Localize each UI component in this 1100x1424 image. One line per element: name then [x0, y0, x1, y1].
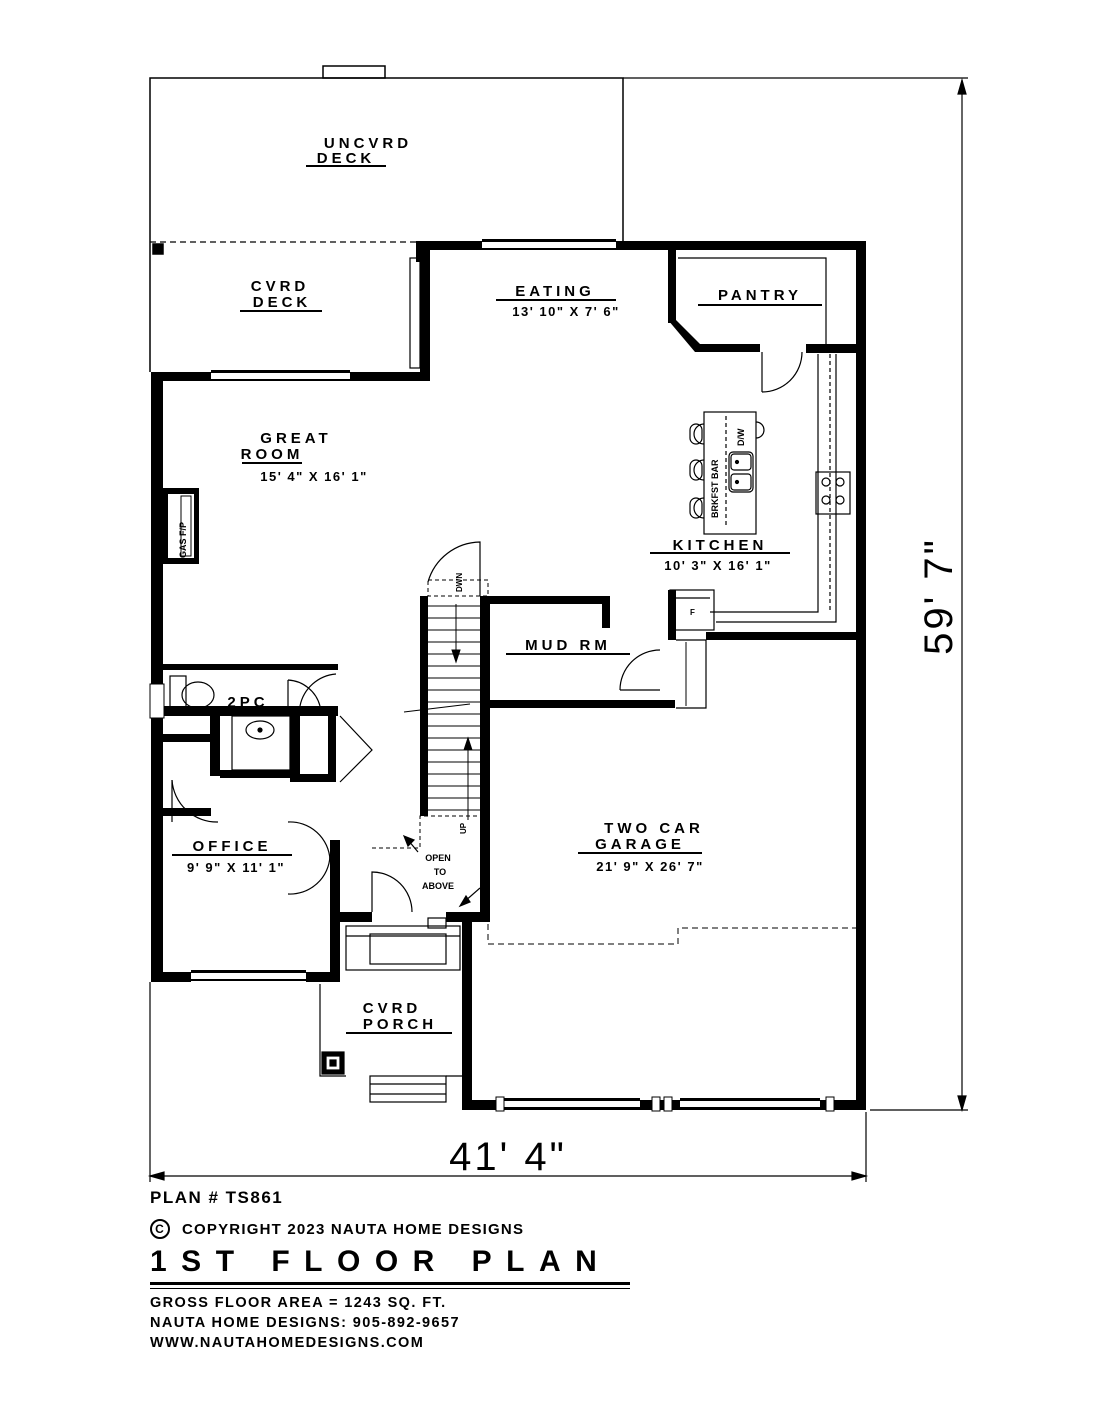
open-to-above-arrows: [402, 834, 481, 908]
website: WWW.NAUTAHOMEDESIGNS.COM: [150, 1335, 425, 1351]
overall-width: 41' 4": [449, 1135, 567, 1179]
garage-slab-line: [487, 884, 856, 945]
copyright-text: COPYRIGHT 2023 NAUTA HOME DESIGNS: [182, 1220, 525, 1238]
cvrd-deck-label-1: CVRD: [251, 278, 310, 295]
overall-depth: 59' 7": [917, 537, 961, 655]
uncvrd-deck-label-2: DECK: [317, 150, 376, 167]
plan-number: PLAN # TS861: [150, 1188, 284, 1207]
office-size: 9' 9" X 11' 1": [187, 860, 285, 875]
dishwasher-label: D/W: [736, 428, 746, 446]
interior-walls: [163, 250, 858, 920]
eating-size: 13' 10" X 7' 6": [512, 304, 620, 319]
cvrd-porch-label-2: PORCH: [363, 1016, 437, 1033]
designer-phone: NAUTA HOME DESIGNS: 905-892-9657: [150, 1315, 460, 1331]
gross-floor-area: GROSS FLOOR AREA = 1243 SQ. FT.: [150, 1295, 447, 1311]
cvrd-porch-label-1: CVRD: [363, 1000, 422, 1017]
eating-side-window: [409, 257, 421, 369]
title-block: PLAN # TS861 C COPYRIGHT 2023 NAUTA HOME…: [150, 1188, 670, 1355]
open-to-above-outline: [372, 815, 489, 884]
title-underline: [150, 1288, 630, 1289]
fridge: [669, 589, 715, 631]
garage-label-1: TWO CAR: [604, 820, 704, 837]
covered-deck: [149, 242, 164, 372]
two-pc-label: 2PC: [227, 694, 268, 711]
open-to-above-3: ABOVE: [422, 881, 454, 891]
sink: [231, 715, 291, 771]
staircase: [403, 579, 489, 820]
exterior-walls: [151, 239, 866, 1110]
fridge-label: F: [690, 608, 695, 617]
range: [815, 471, 851, 515]
great-room-label-2: ROOM: [241, 446, 304, 463]
pantry-label: PANTRY: [718, 287, 802, 304]
mud-room-label: MUD RM: [525, 637, 611, 654]
dimension-lines: [147, 77, 968, 1182]
copyright-icon: C: [150, 1219, 170, 1239]
door-swings: [171, 351, 803, 913]
gas-fireplace-label: GAS F/P: [178, 522, 188, 558]
eating-label: EATING: [515, 283, 595, 300]
stair-down-label: DWN: [455, 573, 464, 592]
copyright-line: C COPYRIGHT 2023 NAUTA HOME DESIGNS: [150, 1216, 670, 1242]
stair-up-label: UP: [459, 822, 468, 834]
garage-size: 21' 9" X 26' 7": [596, 859, 704, 874]
great-room-size: 15' 4" X 16' 1": [260, 469, 368, 484]
kitchen-size: 10' 3" X 16' 1": [664, 558, 772, 573]
office-label: OFFICE: [193, 838, 272, 855]
garage-step: [676, 639, 707, 709]
porch: [319, 917, 465, 1103]
toilet: [169, 675, 215, 715]
open-to-above-2: TO: [434, 867, 446, 877]
garage-door-posts: [495, 1096, 835, 1112]
breakfast-bar-label: BRKFST BAR: [710, 459, 720, 518]
uncvrd-deck-label-1: UNCVRD: [324, 135, 412, 152]
uncovered-deck: [149, 65, 624, 242]
kitchen-island: [689, 411, 765, 535]
open-to-above-1: OPEN: [425, 853, 451, 863]
kitchen-label: KITCHEN: [673, 537, 768, 554]
plan-title: 1ST FLOOR PLAN: [150, 1242, 630, 1285]
cvrd-deck-label-2: DECK: [253, 294, 312, 311]
powder-window: [149, 683, 165, 719]
great-room-label-1: GREAT: [260, 430, 331, 447]
gas-fireplace: [163, 488, 199, 564]
garage-label-2: GARAGE: [595, 836, 685, 853]
